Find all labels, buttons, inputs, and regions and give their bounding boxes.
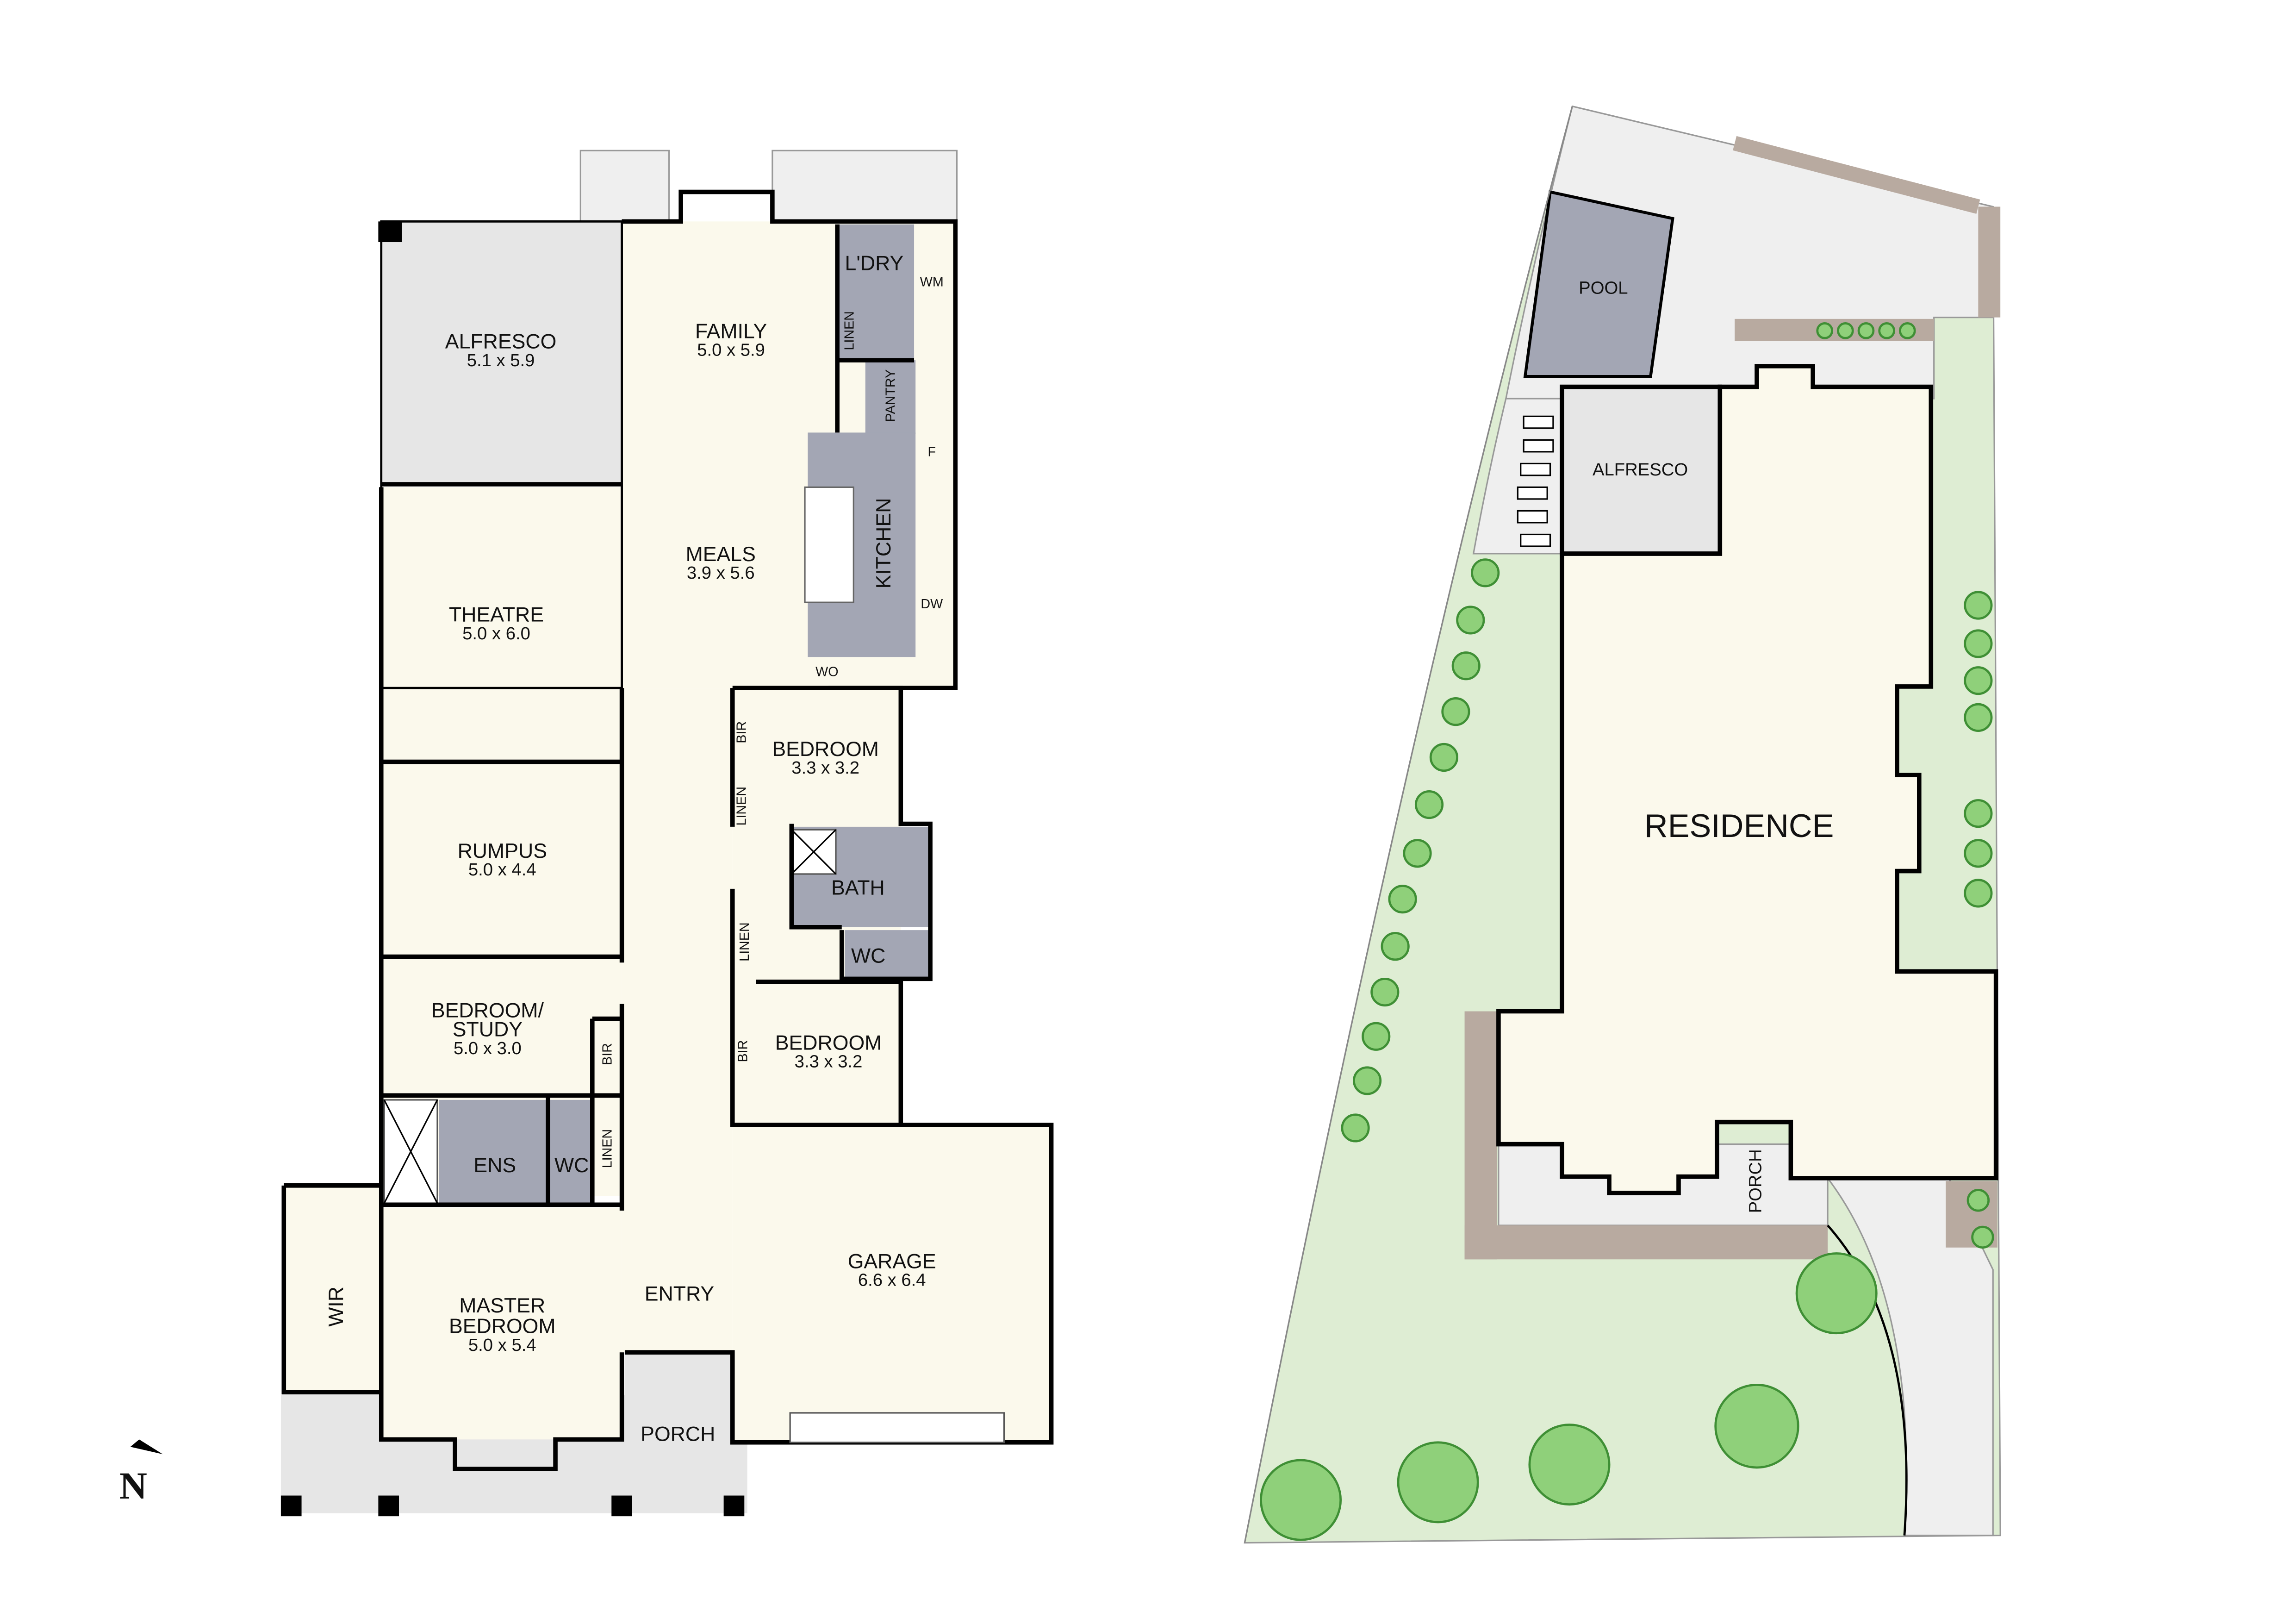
linen-label-4: LINEN: [600, 1129, 615, 1168]
bir-label-3: BIR: [600, 1043, 615, 1065]
svg-text:BEDROOM: BEDROOM: [775, 1031, 882, 1054]
bath-label: BATH: [831, 877, 885, 899]
svg-text:FAMILY: FAMILY: [695, 320, 767, 343]
svg-text:BEDROOM: BEDROOM: [772, 738, 879, 761]
svg-text:N: N: [119, 1464, 147, 1507]
entry-label: ENTRY: [645, 1283, 714, 1305]
ensuite-label: ENS: [473, 1154, 516, 1177]
svg-text:3.3 x 3.2: 3.3 x 3.2: [791, 758, 859, 778]
dishwasher-label: DW: [921, 597, 943, 612]
pool: [1523, 190, 1674, 378]
wc-room: [845, 930, 931, 979]
wall-oven-label: WO: [815, 665, 838, 680]
svg-text:5.0 x 4.4: 5.0 x 4.4: [468, 860, 536, 880]
site-porch-label: PORCH: [1746, 1149, 1766, 1213]
shrubs: [1341, 322, 1994, 1249]
ensuite-wc-label: WC: [554, 1154, 589, 1177]
bir-label-2: BIR: [736, 1040, 751, 1062]
svg-text:THEATRE: THEATRE: [449, 604, 544, 626]
ensuite: [439, 1099, 592, 1204]
north-arrow-icon: N: [119, 1439, 163, 1507]
pool-label: POOL: [1579, 278, 1628, 298]
kitchen-island: [804, 486, 854, 603]
linen-label-3: LINEN: [737, 922, 752, 961]
residence-label: RESIDENCE: [1644, 807, 1834, 844]
svg-text:3.9 x 5.6: 3.9 x 5.6: [687, 563, 755, 583]
svg-text:3.3 x 3.2: 3.3 x 3.2: [795, 1052, 863, 1072]
svg-text:RUMPUS: RUMPUS: [458, 840, 547, 862]
kitchen-label: KITCHEN: [872, 498, 895, 589]
svg-text:5.0 x 3.0: 5.0 x 3.0: [454, 1038, 522, 1058]
laundry: [837, 224, 915, 361]
svg-text:6.6 x 6.4: 6.6 x 6.4: [858, 1270, 926, 1290]
svg-text:ALFRESCO: ALFRESCO: [445, 331, 557, 353]
wc-label: WC: [851, 944, 885, 967]
svg-text:5.0 x 6.0: 5.0 x 6.0: [462, 624, 530, 643]
svg-text:5.0 x 5.9: 5.0 x 5.9: [697, 340, 765, 360]
svg-text:MEALS: MEALS: [686, 543, 756, 566]
svg-text:BEDROOM/: BEDROOM/: [431, 999, 544, 1022]
porch-label: PORCH: [641, 1423, 715, 1446]
svg-text:5.0 x 5.4: 5.0 x 5.4: [468, 1335, 536, 1355]
fridge-label: F: [928, 444, 936, 459]
svg-text:GARAGE: GARAGE: [848, 1250, 936, 1273]
pantry: [865, 360, 916, 434]
site-plan: POOL ALFRESCO RESIDENCE PORCH: [1244, 105, 2001, 1544]
linen-label-2: LINEN: [734, 787, 749, 826]
svg-text:STUDY: STUDY: [453, 1018, 523, 1041]
svg-text:BEDROOM: BEDROOM: [449, 1315, 556, 1338]
site-alfresco-label: ALFRESCO: [1593, 460, 1688, 480]
site-alfresco: [1560, 384, 1723, 556]
trees: [1260, 1252, 1878, 1541]
svg-text:MASTER: MASTER: [459, 1294, 545, 1317]
pantry-label: PANTRY: [884, 369, 898, 422]
bir-label: BIR: [734, 721, 749, 743]
svg-text:5.1 x 5.9: 5.1 x 5.9: [467, 350, 535, 370]
wm-label: WM: [920, 275, 944, 290]
laundry-label: L'DRY: [845, 252, 904, 275]
alfresco-area: [381, 221, 622, 485]
linen-label: LINEN: [842, 311, 857, 350]
wir-label: WIR: [325, 1287, 348, 1327]
